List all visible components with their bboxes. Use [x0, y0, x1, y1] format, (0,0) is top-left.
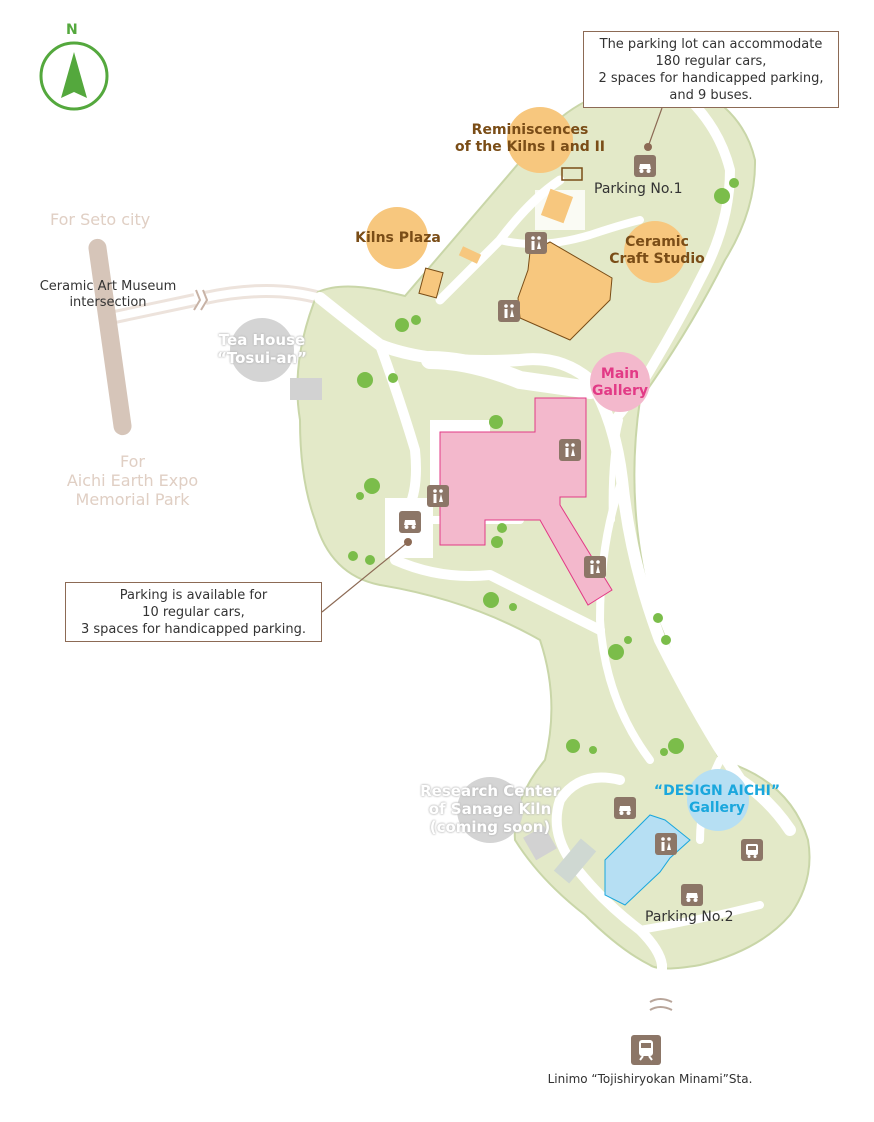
railway-break: [649, 998, 673, 1011]
label-design-aichi: “DESIGN AICHI” Gallery: [653, 783, 781, 816]
grey-building-3: [553, 838, 597, 884]
label-circles: [230, 107, 749, 843]
bus-icon: [741, 839, 763, 861]
label-for-seto-city: For Seto city: [50, 210, 151, 229]
label-for-expo: For Aichi Earth Expo Memorial Park: [66, 452, 199, 510]
grey-building-2: [523, 825, 557, 861]
leader-dot-1: [644, 143, 652, 151]
leader-line-1: [647, 107, 663, 148]
label-reminiscences: Reminiscences of the Kilns I and II: [454, 122, 606, 155]
label-intersection: Ceramic Art Museum intersection: [39, 279, 177, 310]
map-icons: [399, 155, 763, 1065]
label-craft-studio: Ceramic Craft Studio: [609, 234, 705, 267]
leader-dot-2: [404, 538, 412, 546]
kiln-1: [540, 188, 574, 224]
restroom-icon: [525, 232, 547, 254]
compass-north-label: N: [66, 22, 78, 38]
compass-icon: [39, 41, 109, 111]
kilns-plaza-building: [418, 267, 444, 299]
restroom-icon: [584, 556, 606, 578]
car-icon: [614, 797, 636, 819]
label-station: Linimo “Tojishiryokan Minami”Sta.: [547, 1072, 753, 1086]
restroom-icon: [655, 833, 677, 855]
craft-studio-building: [517, 241, 613, 341]
tree-icon: [395, 318, 409, 332]
leader-line-2: [321, 541, 409, 613]
restroom-icon: [559, 439, 581, 461]
car-icon: [681, 884, 703, 906]
entrance-road: [108, 284, 322, 325]
train-icon: [631, 1035, 661, 1065]
car-icon: [399, 511, 421, 533]
label-research-center: Research Center of Sanage Kiln (coming s…: [420, 782, 560, 836]
label-main-gallery: Main Gallery: [591, 366, 649, 399]
label-kilns-plaza: Kilns Plaza: [355, 230, 441, 246]
parking-note-1: The parking lot can accommodate 180 regu…: [583, 31, 839, 108]
label-tea-house: Tea House “Tosui-an”: [216, 331, 308, 367]
label-parking-no1: Parking No.1: [594, 181, 683, 197]
car-icon: [634, 155, 656, 177]
grey-building-1: [290, 378, 322, 400]
parking-note-2: Parking is available for 10 regular cars…: [65, 582, 322, 642]
kiln-3: [458, 246, 482, 264]
kiln-2: [561, 167, 583, 181]
seto-road: [88, 238, 132, 436]
trees: [348, 178, 739, 756]
restroom-icon: [498, 300, 520, 322]
label-parking-no2: Parking No.2: [645, 909, 734, 925]
restroom-icon: [427, 485, 449, 507]
